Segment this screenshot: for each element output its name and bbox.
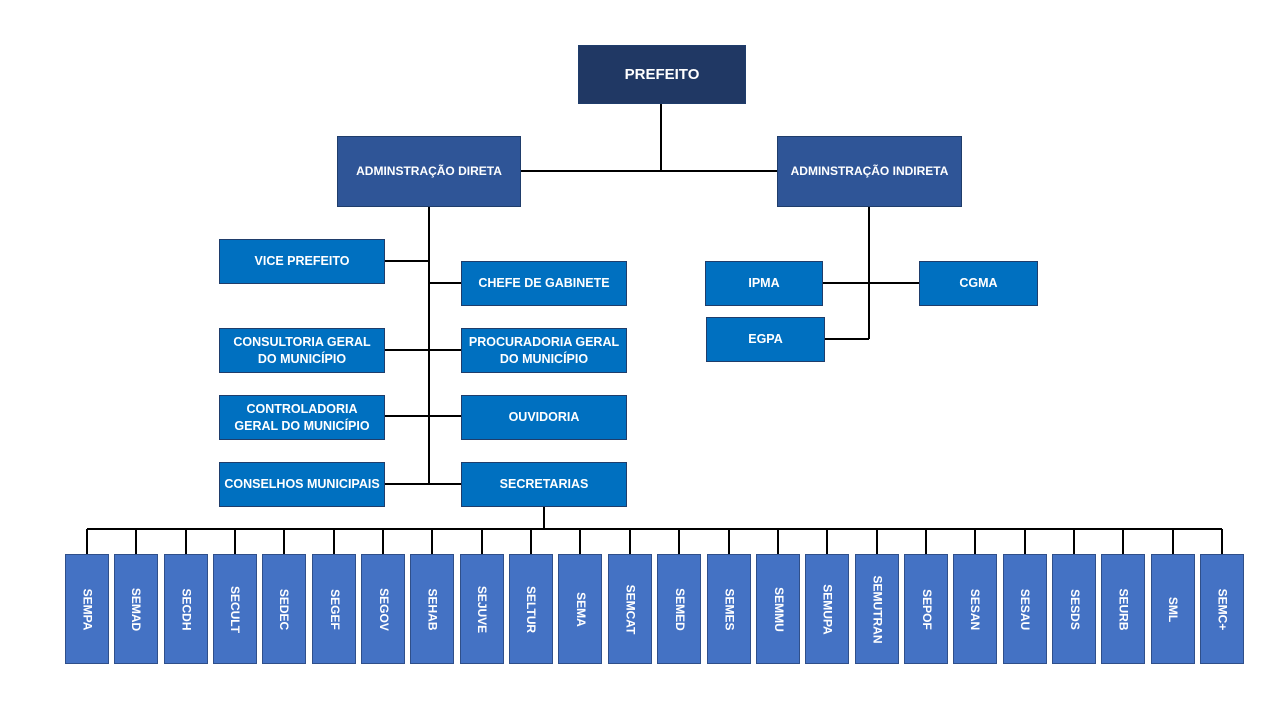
secretaria-box: SEMED bbox=[657, 554, 701, 664]
prefeito-box: PREFEITO bbox=[578, 45, 746, 104]
secretarias-label: SECRETARIAS bbox=[499, 477, 589, 491]
ouvidoria-label: OUVIDORIA bbox=[508, 410, 580, 424]
secretaria-label: SEHAB bbox=[425, 587, 440, 631]
conselhos-municipais-label: CONSELHOS MUNICIPAIS bbox=[224, 477, 380, 491]
secretaria-box: SEJUVE bbox=[460, 554, 504, 664]
secretaria-box: SEMPA bbox=[65, 554, 109, 664]
secretaria-box: SEMUTRAN bbox=[855, 554, 899, 664]
secretaria-label: SESAU bbox=[1018, 588, 1033, 630]
secretaria-label: SEMPA bbox=[80, 588, 95, 630]
secretaria-label: SEGOV bbox=[376, 587, 391, 631]
secretaria-label: SEMES bbox=[722, 587, 737, 631]
secretaria-label: SECDH bbox=[179, 587, 194, 631]
secretaria-box: SEMC+ bbox=[1200, 554, 1244, 664]
chefe-de-gabinete-label: CHEFE DE GABINETE bbox=[478, 276, 610, 290]
secretaria-label: SEMED bbox=[672, 587, 687, 631]
vice-prefeito-box: VICE PREFEITO bbox=[219, 239, 385, 284]
prefeito-label: PREFEITO bbox=[624, 66, 700, 83]
secretaria-box: SEURB bbox=[1101, 554, 1145, 664]
secretaria-label: SEMCAT bbox=[623, 584, 638, 634]
secretaria-label: SELTUR bbox=[524, 585, 539, 633]
secretaria-box: SEPOF bbox=[904, 554, 948, 664]
egpa-box: EGPA bbox=[706, 317, 825, 362]
vice-prefeito-label: VICE PREFEITO bbox=[254, 254, 350, 268]
egpa-label: EGPA bbox=[748, 332, 783, 346]
ipma-box: IPMA bbox=[705, 261, 823, 306]
secretaria-box: SEHAB bbox=[410, 554, 454, 664]
secretaria-label: SEMC+ bbox=[1215, 588, 1230, 630]
secretaria-box: SEMUPA bbox=[805, 554, 849, 664]
secretaria-box: SECDH bbox=[164, 554, 208, 664]
secretaria-label: SEGEF bbox=[327, 588, 342, 630]
secretaria-box: SEGOV bbox=[361, 554, 405, 664]
secretaria-label: SML bbox=[1166, 596, 1181, 622]
consultoria-geral-box: CONSULTORIA GERAL DO MUNICÍPIO bbox=[219, 328, 385, 373]
secretaria-label: SEDEC bbox=[277, 588, 292, 630]
administracao-indireta-label: ADMINSTRAÇÃO INDIRETA bbox=[790, 164, 949, 178]
controladoria-geral-label: CONTROLADORIA GERAL DO MUNICÍPIO bbox=[234, 401, 370, 433]
secretaria-label: SEJUVE bbox=[475, 585, 490, 633]
secretaria-label: SEMMU bbox=[771, 586, 786, 632]
ouvidoria-box: OUVIDORIA bbox=[461, 395, 627, 440]
secretaria-box: SEGEF bbox=[312, 554, 356, 664]
controladoria-geral-box: CONTROLADORIA GERAL DO MUNICÍPIO bbox=[219, 395, 385, 440]
secretaria-label: SEMUTRAN bbox=[870, 575, 885, 643]
secretaria-label: SECULT bbox=[228, 585, 243, 633]
secretaria-box: SESDS bbox=[1052, 554, 1096, 664]
secretaria-box: SEMAD bbox=[114, 554, 158, 664]
secretaria-box: SEMCAT bbox=[608, 554, 652, 664]
consultoria-geral-label: CONSULTORIA GERAL DO MUNICÍPIO bbox=[233, 334, 371, 366]
secretaria-box: SEMA bbox=[558, 554, 602, 664]
secretaria-label: SESDS bbox=[1067, 588, 1082, 630]
secretarias-box: SECRETARIAS bbox=[461, 462, 627, 507]
secretaria-box: SEDEC bbox=[262, 554, 306, 664]
secretaria-box: SEMES bbox=[707, 554, 751, 664]
secretaria-label: SEMUPA bbox=[820, 583, 835, 635]
secretaria-box: SESAN bbox=[953, 554, 997, 664]
administracao-indireta-box: ADMINSTRAÇÃO INDIRETA bbox=[777, 136, 962, 207]
administracao-direta-box: ADMINSTRAÇÃO DIRETA bbox=[337, 136, 521, 207]
secretaria-box: SML bbox=[1151, 554, 1195, 664]
secretaria-label: SEURB bbox=[1116, 587, 1131, 631]
procuradoria-geral-label: PROCURADORIA GERAL DO MUNICÍPIO bbox=[468, 334, 620, 366]
cgma-label: CGMA bbox=[959, 276, 998, 290]
ipma-label: IPMA bbox=[748, 276, 780, 290]
procuradoria-geral-box: PROCURADORIA GERAL DO MUNICÍPIO bbox=[461, 328, 627, 373]
secretaria-box: SESAU bbox=[1003, 554, 1047, 664]
administracao-direta-label: ADMINSTRAÇÃO DIRETA bbox=[356, 164, 502, 178]
secretaria-box: SECULT bbox=[213, 554, 257, 664]
secretaria-label: SEMAD bbox=[129, 587, 144, 631]
chefe-de-gabinete-box: CHEFE DE GABINETE bbox=[461, 261, 627, 306]
secretaria-box: SEMMU bbox=[756, 554, 800, 664]
secretaria-label: SEMA bbox=[573, 591, 588, 627]
cgma-box: CGMA bbox=[919, 261, 1038, 306]
conselhos-municipais-box: CONSELHOS MUNICIPAIS bbox=[219, 462, 385, 507]
secretaria-label: SEPOF bbox=[919, 588, 934, 630]
secretaria-label: SESAN bbox=[968, 588, 983, 630]
secretaria-box: SELTUR bbox=[509, 554, 553, 664]
